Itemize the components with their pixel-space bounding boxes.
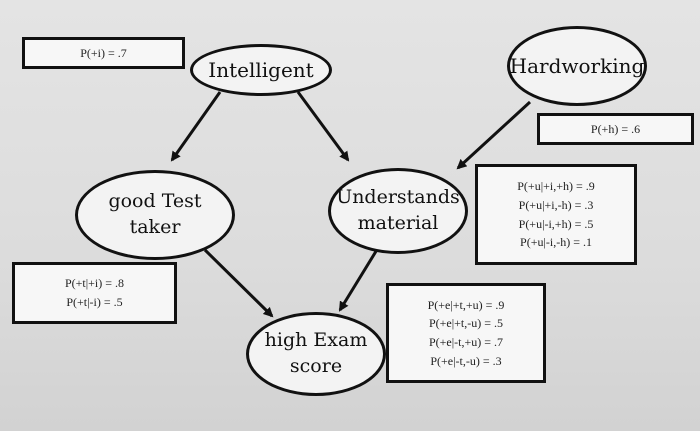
edge-intelligent-to-test-taker <box>170 91 222 162</box>
cpt-test-taker-row-2: P(+t|-i) = .5 <box>66 295 123 309</box>
cpt-intelligent: P(+i) = .7 <box>22 37 185 69</box>
node-intelligent-label: Intelligent <box>208 57 314 82</box>
cpt-hardworking-row-1: P(+h) = .6 <box>590 121 641 136</box>
cpt-understands: P(+u|+i,+h) = .9 P(+u|+i,-h) = .3 P(+u|-… <box>475 164 637 265</box>
node-understands-line-1: Understands <box>336 186 460 209</box>
cpt-hardworking: P(+h) = .6 <box>537 113 694 145</box>
node-test-taker-line-1: good Test <box>108 190 202 213</box>
node-hardworking-label: Hardworking <box>509 53 645 78</box>
cpt-intelligent-row-1: P(+i) = .7 <box>80 45 127 60</box>
node-good-test-taker: good Test taker <box>75 170 235 260</box>
edge-understands-to-exam <box>338 247 380 312</box>
cpt-exam-row-3: P(+e|-t,+u) = .7 <box>428 335 504 349</box>
cpt-understands-row-3: P(+u|-i,+h) = .5 <box>518 216 594 231</box>
cpt-exam-row-4: P(+e|-t,-u) = .3 <box>430 353 502 368</box>
cpt-test-taker-row-1: P(+t|+i) = .8 <box>64 276 125 291</box>
cpt-understands-row-4: P(+u|-i,-h) = .1 <box>520 235 592 250</box>
edge-test-taker-to-exam <box>203 248 274 318</box>
node-hardworking: Hardworking <box>507 26 647 106</box>
node-understands-material: Understands material <box>328 168 468 254</box>
cpt-exam: P(+e|+t,+u) = .9 P(+e|+t,-u) = .5 P(+e|-… <box>386 283 546 383</box>
cpt-exam-row-1: P(+e|+t,+u) = .9 <box>427 297 505 312</box>
edge-intelligent-to-understands <box>296 91 350 162</box>
cpt-test-taker: P(+t|+i) = .8 P(+t|-i) = .5 <box>12 262 177 324</box>
node-exam-line-1: high Exam <box>264 329 368 352</box>
node-understands-line-2: material <box>357 212 439 234</box>
cpt-exam-row-2: P(+e|+t,-u) = .5 <box>428 316 504 331</box>
node-intelligent: Intelligent <box>190 44 332 96</box>
node-high-exam-score: high Exam score <box>246 312 386 396</box>
cpt-understands-row-2: P(+u|+i,-h) = .3 <box>518 197 594 212</box>
cpt-understands-row-1: P(+u|+i,+h) = .9 <box>517 179 595 194</box>
node-exam-line-2: score <box>289 355 343 377</box>
edge-hardworking-to-understands <box>456 100 532 170</box>
node-test-taker-line-2: taker <box>129 216 181 238</box>
